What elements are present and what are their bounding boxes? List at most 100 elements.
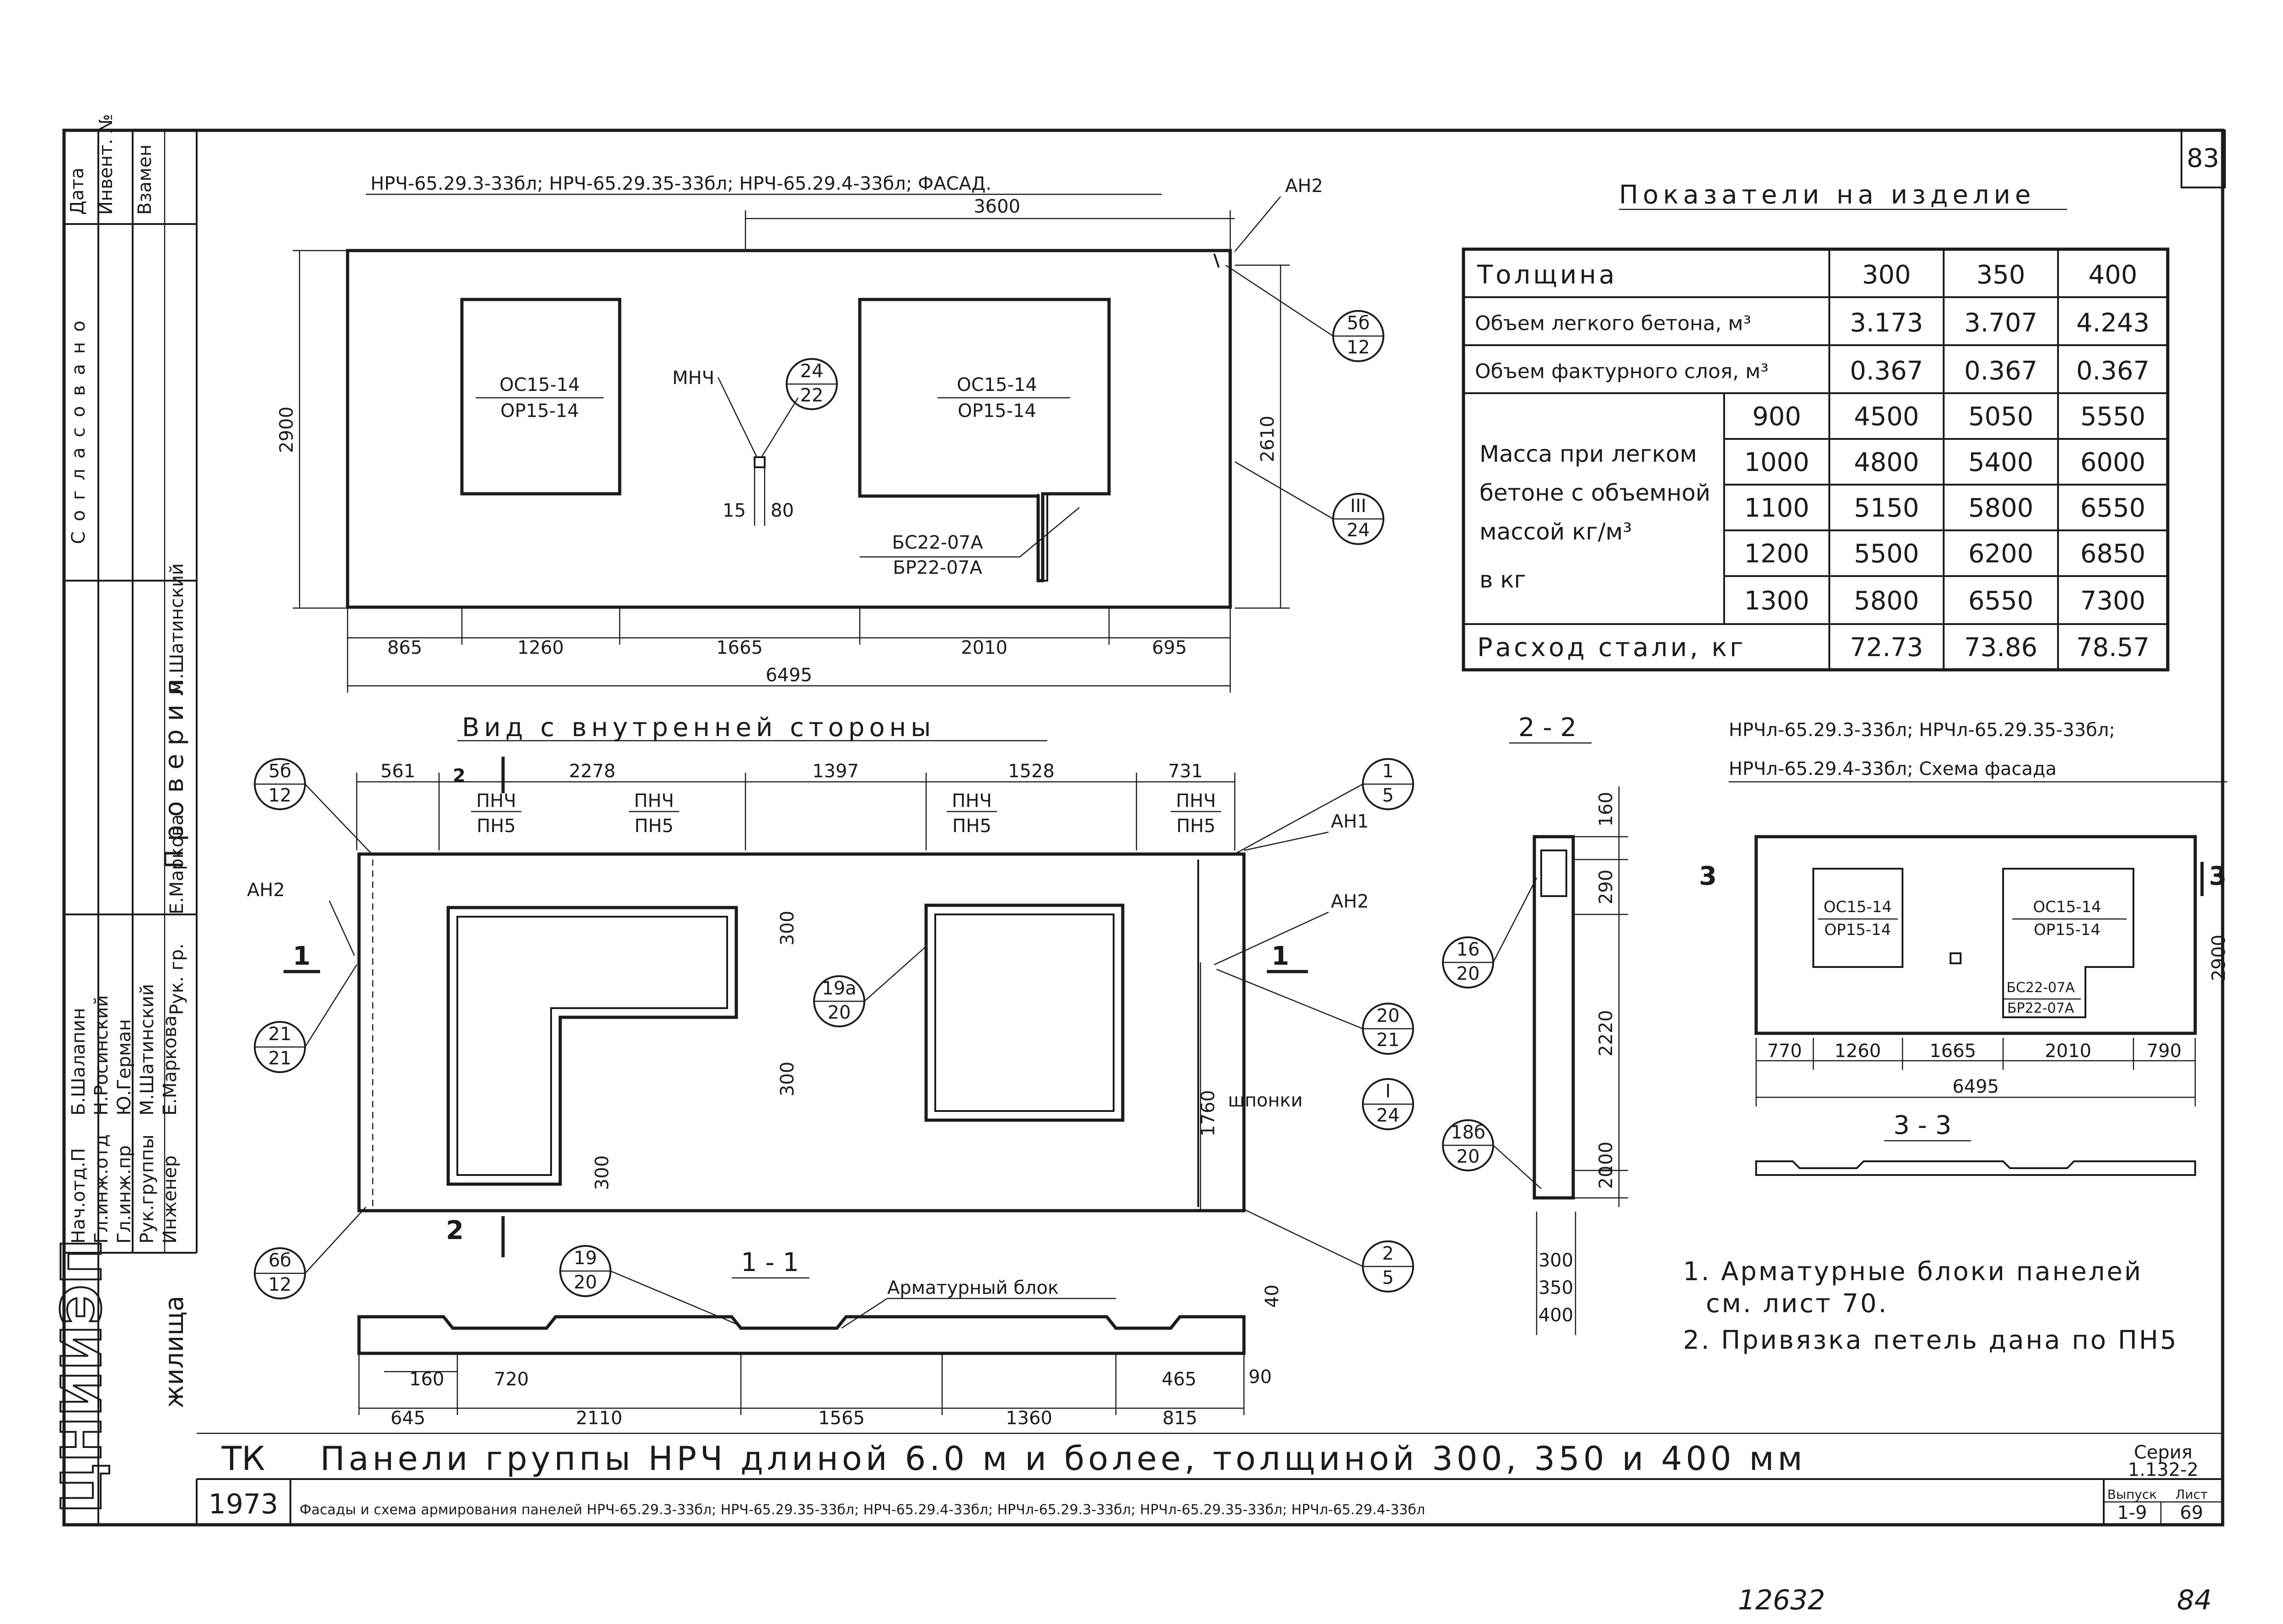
scheme-dim-790: 790 <box>2147 1041 2181 1062</box>
svg-text:7300: 7300 <box>2080 586 2146 616</box>
stamp-role-3: Гл.инж.пр <box>114 1145 135 1244</box>
section11-title: 1 - 1 <box>741 1248 799 1277</box>
facade-dim-2010: 2010 <box>961 637 1008 658</box>
loop-label-1: ПНЧ ПН5 <box>471 791 521 837</box>
facade-win1-bottom: ОР15-14 <box>500 401 579 422</box>
svg-text:бетоне с объемной: бетоне с объемной <box>1479 480 1710 506</box>
scheme-dim-1665: 1665 <box>1929 1041 1976 1062</box>
section-mark-2-bottom: 2 <box>446 1216 464 1245</box>
stamp-role-4: Рук.группы <box>137 1134 158 1244</box>
svg-text:БС22-07А: БС22-07А <box>2006 980 2075 996</box>
svg-text:4.243: 4.243 <box>2076 308 2149 338</box>
inner-dim-300-c: 300 <box>592 1155 613 1190</box>
section11-dim-40: 40 <box>1262 1285 1283 1308</box>
inner-dim-731: 731 <box>1168 761 1203 782</box>
series-label: Серия <box>2134 1442 2192 1463</box>
tk-code: ТК <box>221 1439 265 1478</box>
stamp-row2-1: Рук. гр. <box>166 943 188 1015</box>
svg-text:ПН5: ПН5 <box>477 816 516 837</box>
section22-th-400: 400 <box>1538 1305 1573 1326</box>
svg-text:ПНЧ: ПНЧ <box>1176 791 1216 812</box>
facade-win2-top: ОС15-14 <box>957 374 1037 395</box>
svg-text:0.367: 0.367 <box>1850 356 1923 386</box>
svg-text:6550: 6550 <box>1968 586 2034 616</box>
stamp-role-5: Инженер <box>160 1155 181 1244</box>
svg-text:массой кг/м³: массой кг/м³ <box>1479 518 1632 545</box>
section11-dim-645: 645 <box>391 1408 425 1429</box>
svg-text:III: III <box>1350 496 1366 517</box>
svg-text:I: I <box>1385 1081 1391 1102</box>
sheet-number-box <box>2181 129 2226 188</box>
stamp-replace: Взамен <box>134 144 155 215</box>
svg-text:5050: 5050 <box>1968 402 2034 432</box>
mnch-dim-80: 80 <box>771 500 794 521</box>
stamp-name-3: Ю.Герман <box>114 1019 135 1116</box>
svg-text:4800: 4800 <box>1854 448 1919 477</box>
stamp-row2-2: Е.Маркова <box>166 814 188 914</box>
svg-text:72.73: 72.73 <box>1850 633 1923 662</box>
svg-text:6000: 6000 <box>2080 448 2146 477</box>
inner-callout-6b-12: 6б 12 <box>254 1207 366 1299</box>
stamp-name-2: Н.Росинский <box>91 995 112 1116</box>
svg-text:20: 20 <box>1457 1146 1480 1167</box>
inner-dim-300-b: 300 <box>777 1062 798 1096</box>
note-1b: см. лист 70. <box>1706 1289 1888 1319</box>
notes: 1. Арматурные блоки панелей см. лист 70.… <box>1683 1257 2178 1355</box>
scheme-window-1 <box>1812 868 1903 968</box>
svg-text:12: 12 <box>1347 337 1370 358</box>
svg-text:5550: 5550 <box>2080 402 2146 432</box>
facade-dim-2900: 2900 <box>276 406 297 453</box>
inner-an2-right: АН2 <box>1331 891 1369 912</box>
svg-text:5б: 5б <box>1347 313 1370 334</box>
facade-dim-865: 865 <box>387 637 422 658</box>
inner-callout-i-24: I 24 <box>1362 1078 1414 1130</box>
svg-text:5: 5 <box>1382 1267 1393 1288</box>
svg-text:ПН5: ПН5 <box>952 816 991 837</box>
svg-text:5б: 5б <box>268 761 291 782</box>
svg-text:ПН5: ПН5 <box>1176 816 1216 837</box>
section11-dim-815: 815 <box>1163 1408 1197 1429</box>
scheme-window-2 <box>2002 868 2134 1018</box>
facade-door-top: БС22-07А <box>892 532 984 553</box>
note-2: 2. Привязка петель дана по ПН5 <box>1683 1325 2178 1355</box>
stamp-date: Дата <box>67 167 88 215</box>
inner-callout-2-5: 2 5 <box>1243 1208 1414 1293</box>
year: 1973 <box>209 1488 279 1520</box>
svg-text:22: 22 <box>800 385 824 406</box>
section22-th-350: 350 <box>1538 1277 1573 1298</box>
section11-dim-720: 720 <box>494 1369 529 1390</box>
section22-th-300: 300 <box>1538 1250 1573 1271</box>
stamp-row2-3: М.Шатинский <box>166 563 188 695</box>
inner-callout-19a-20: 19а 20 <box>813 946 927 1027</box>
svg-text:ПНЧ: ПНЧ <box>476 791 516 812</box>
svg-text:1200: 1200 <box>1744 539 1810 569</box>
facade-panel <box>346 249 1232 609</box>
svg-text:Расход стали, кг: Расход стали, кг <box>1477 633 1746 662</box>
title-block: ТК 1973 Панели группы НРЧ длиной 6.0 м и… <box>196 1432 2223 1526</box>
subtitle: Фасады и схема армирования панелей НРЧ-6… <box>300 1502 1425 1518</box>
stamp-name-4: М.Шатинский <box>137 984 158 1116</box>
stamp-name-1: Б.Шалапин <box>68 1008 89 1116</box>
svg-text:5400: 5400 <box>1968 448 2034 477</box>
loop-label-4: ПНЧ ПН5 <box>1171 791 1221 837</box>
section11-dim-1565: 1565 <box>818 1408 865 1429</box>
svg-text:5500: 5500 <box>1854 539 1919 569</box>
svg-text:19: 19 <box>574 1248 597 1269</box>
section11-dim-160: 160 <box>409 1369 444 1390</box>
inner-opening-2 <box>924 903 1125 1122</box>
svg-text:3.173: 3.173 <box>1850 308 1923 338</box>
svg-text:1: 1 <box>1382 761 1393 782</box>
svg-text:ПНЧ: ПНЧ <box>952 791 992 812</box>
svg-text:16: 16 <box>1457 939 1480 960</box>
inner-dim-1760: 1760 <box>1198 1090 1219 1137</box>
sheet-label: Лист <box>2176 1487 2208 1502</box>
inner-panel <box>357 852 1246 1213</box>
scheme-dim-total: 6495 <box>1952 1076 1999 1097</box>
scheme-marker-right: 3 <box>2209 861 2227 891</box>
svg-text:24: 24 <box>800 361 824 382</box>
inner-callout-21-21: 21 21 <box>254 964 358 1073</box>
svg-text:5800: 5800 <box>1968 493 2034 523</box>
facade-dim-695: 695 <box>1152 637 1187 658</box>
inner-an1: АН1 <box>1331 811 1369 832</box>
svg-text:1000: 1000 <box>1744 448 1810 477</box>
